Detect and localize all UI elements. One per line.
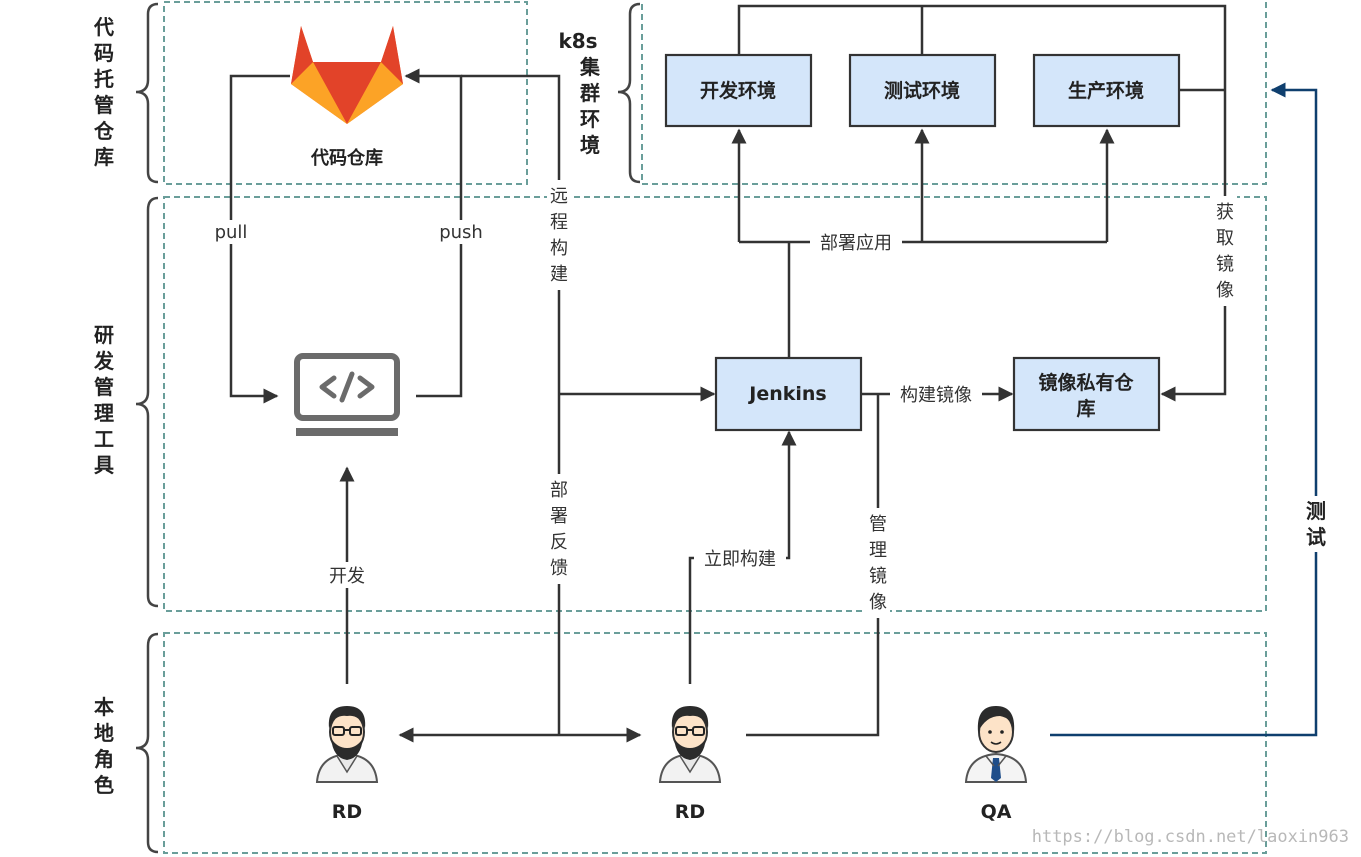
- svg-text:具: 具: [94, 453, 114, 477]
- svg-text:库: 库: [94, 145, 114, 169]
- zone-code-hosting: [163, 1, 528, 185]
- svg-text:试: 试: [1306, 525, 1326, 549]
- svg-text:部署应用: 部署应用: [820, 233, 892, 254]
- node-registry: 镜像私有仓 库: [1012, 356, 1161, 432]
- svg-text:境: 境: [580, 133, 600, 157]
- svg-text:构: 构: [550, 238, 568, 259]
- zone-label-dev-tools: 研 发 管 理 工 具: [93, 323, 115, 477]
- rd-avatar-icon: [315, 706, 379, 783]
- svg-text:环: 环: [580, 107, 600, 131]
- zone-local-roles: [163, 632, 1267, 854]
- watermark: https://blog.csdn.net/laoxin963: [1032, 827, 1349, 847]
- edge-label-develop: 开发: [322, 562, 372, 588]
- flow-manage-image: [746, 394, 880, 737]
- zone-dev-tools: [163, 196, 1267, 612]
- svg-text:发: 发: [93, 349, 115, 373]
- svg-text:馈: 馈: [550, 558, 568, 579]
- svg-text:开发: 开发: [329, 566, 365, 587]
- svg-text:署: 署: [550, 506, 568, 527]
- edge-label-build-image: 构建镜像: [890, 382, 982, 406]
- svg-text:理: 理: [869, 540, 887, 561]
- svg-text:程: 程: [550, 212, 568, 233]
- edge-label-immediate-build: 立即构建: [694, 546, 786, 570]
- svg-text:地: 地: [94, 721, 114, 745]
- svg-text:托: 托: [94, 67, 114, 91]
- svg-text:Jenkins: Jenkins: [747, 383, 826, 405]
- svg-text:管: 管: [94, 375, 114, 399]
- role-label-rd1: RD: [332, 801, 362, 823]
- code-editor-icon: [294, 353, 400, 436]
- zone-label-local-roles: 本 地 角 色: [94, 695, 114, 797]
- svg-text:库: 库: [1076, 397, 1095, 420]
- svg-text:镜: 镜: [869, 566, 887, 587]
- svg-text:pull: pull: [215, 222, 248, 243]
- brace-k8s: [617, 2, 641, 184]
- flow-fetch-image: [1160, 90, 1227, 402]
- svg-text:管: 管: [94, 93, 114, 117]
- svg-text:本: 本: [94, 695, 114, 719]
- edge-label-fetch-image: 获 取 镜 像: [1213, 196, 1237, 306]
- svg-text:生产环境: 生产环境: [1068, 79, 1144, 102]
- brace-local-roles: [135, 632, 159, 854]
- svg-text:工: 工: [94, 427, 114, 451]
- svg-text:取: 取: [1216, 228, 1234, 249]
- svg-text:研: 研: [94, 323, 114, 347]
- role-label-qa: QA: [981, 801, 1012, 823]
- role-label-rd2: RD: [675, 801, 705, 823]
- svg-text:获: 获: [1216, 202, 1234, 223]
- svg-text:构建镜像: 构建镜像: [900, 385, 972, 406]
- svg-text:群: 群: [579, 81, 600, 105]
- edge-label-manage-image: 管 理 镜 像: [866, 508, 890, 618]
- edge-label-pull: pull: [208, 220, 254, 244]
- svg-text:push: push: [439, 222, 483, 243]
- svg-text:镜: 镜: [1216, 254, 1234, 275]
- svg-text:远: 远: [550, 186, 568, 207]
- svg-text:角: 角: [94, 747, 114, 771]
- svg-text:集: 集: [579, 55, 601, 79]
- svg-text:立即构建: 立即构建: [704, 549, 776, 570]
- svg-text:色: 色: [94, 773, 114, 797]
- svg-text:像: 像: [869, 592, 887, 613]
- svg-text:仓: 仓: [93, 119, 115, 143]
- qa-avatar-icon: [964, 706, 1028, 783]
- node-test-env: 测试环境: [848, 53, 997, 128]
- flow-k8s-top-bus: [737, 4, 1227, 90]
- brace-code-hosting: [135, 2, 159, 184]
- flow-test: [1050, 82, 1318, 737]
- edge-label-test: 测 试: [1302, 496, 1330, 552]
- gitlab-icon: [291, 26, 403, 124]
- svg-text:码: 码: [94, 41, 114, 65]
- rd-avatar-icon: [658, 706, 722, 783]
- svg-text:k8s: k8s: [558, 29, 597, 53]
- edge-label-push: push: [434, 220, 488, 244]
- svg-text:建: 建: [550, 264, 568, 285]
- svg-text:像: 像: [1216, 280, 1234, 301]
- svg-text:管: 管: [869, 514, 887, 535]
- edge-label-remote-build: 远 程 构 建: [547, 180, 571, 290]
- svg-text:部: 部: [550, 480, 568, 501]
- node-dev-env: 开发环境: [664, 53, 813, 128]
- node-jenkins: Jenkins: [714, 356, 863, 432]
- svg-text:测试环境: 测试环境: [884, 79, 960, 102]
- brace-dev-tools: [135, 196, 159, 608]
- svg-text:测: 测: [1306, 499, 1326, 523]
- repo-label: 代码仓库: [310, 147, 383, 169]
- edge-label-deploy-feedback: 部 署 反 馈: [547, 474, 571, 584]
- zone-label-code-hosting: 代 码 托 管 仓 库: [93, 15, 115, 169]
- svg-text:镜像私有仓: 镜像私有仓: [1038, 371, 1134, 394]
- svg-text:开发环境: 开发环境: [700, 79, 776, 102]
- flow-remote-build: [461, 74, 561, 735]
- svg-text:理: 理: [94, 401, 114, 425]
- svg-text:代: 代: [93, 15, 114, 39]
- edge-label-deploy-app: 部署应用: [810, 230, 902, 254]
- node-prod-env: 生产环境: [1032, 53, 1181, 128]
- svg-text:反: 反: [550, 532, 568, 553]
- zone-label-k8s: k8s 集 群 环 境: [558, 29, 601, 157]
- zone-k8s: [641, 0, 1267, 185]
